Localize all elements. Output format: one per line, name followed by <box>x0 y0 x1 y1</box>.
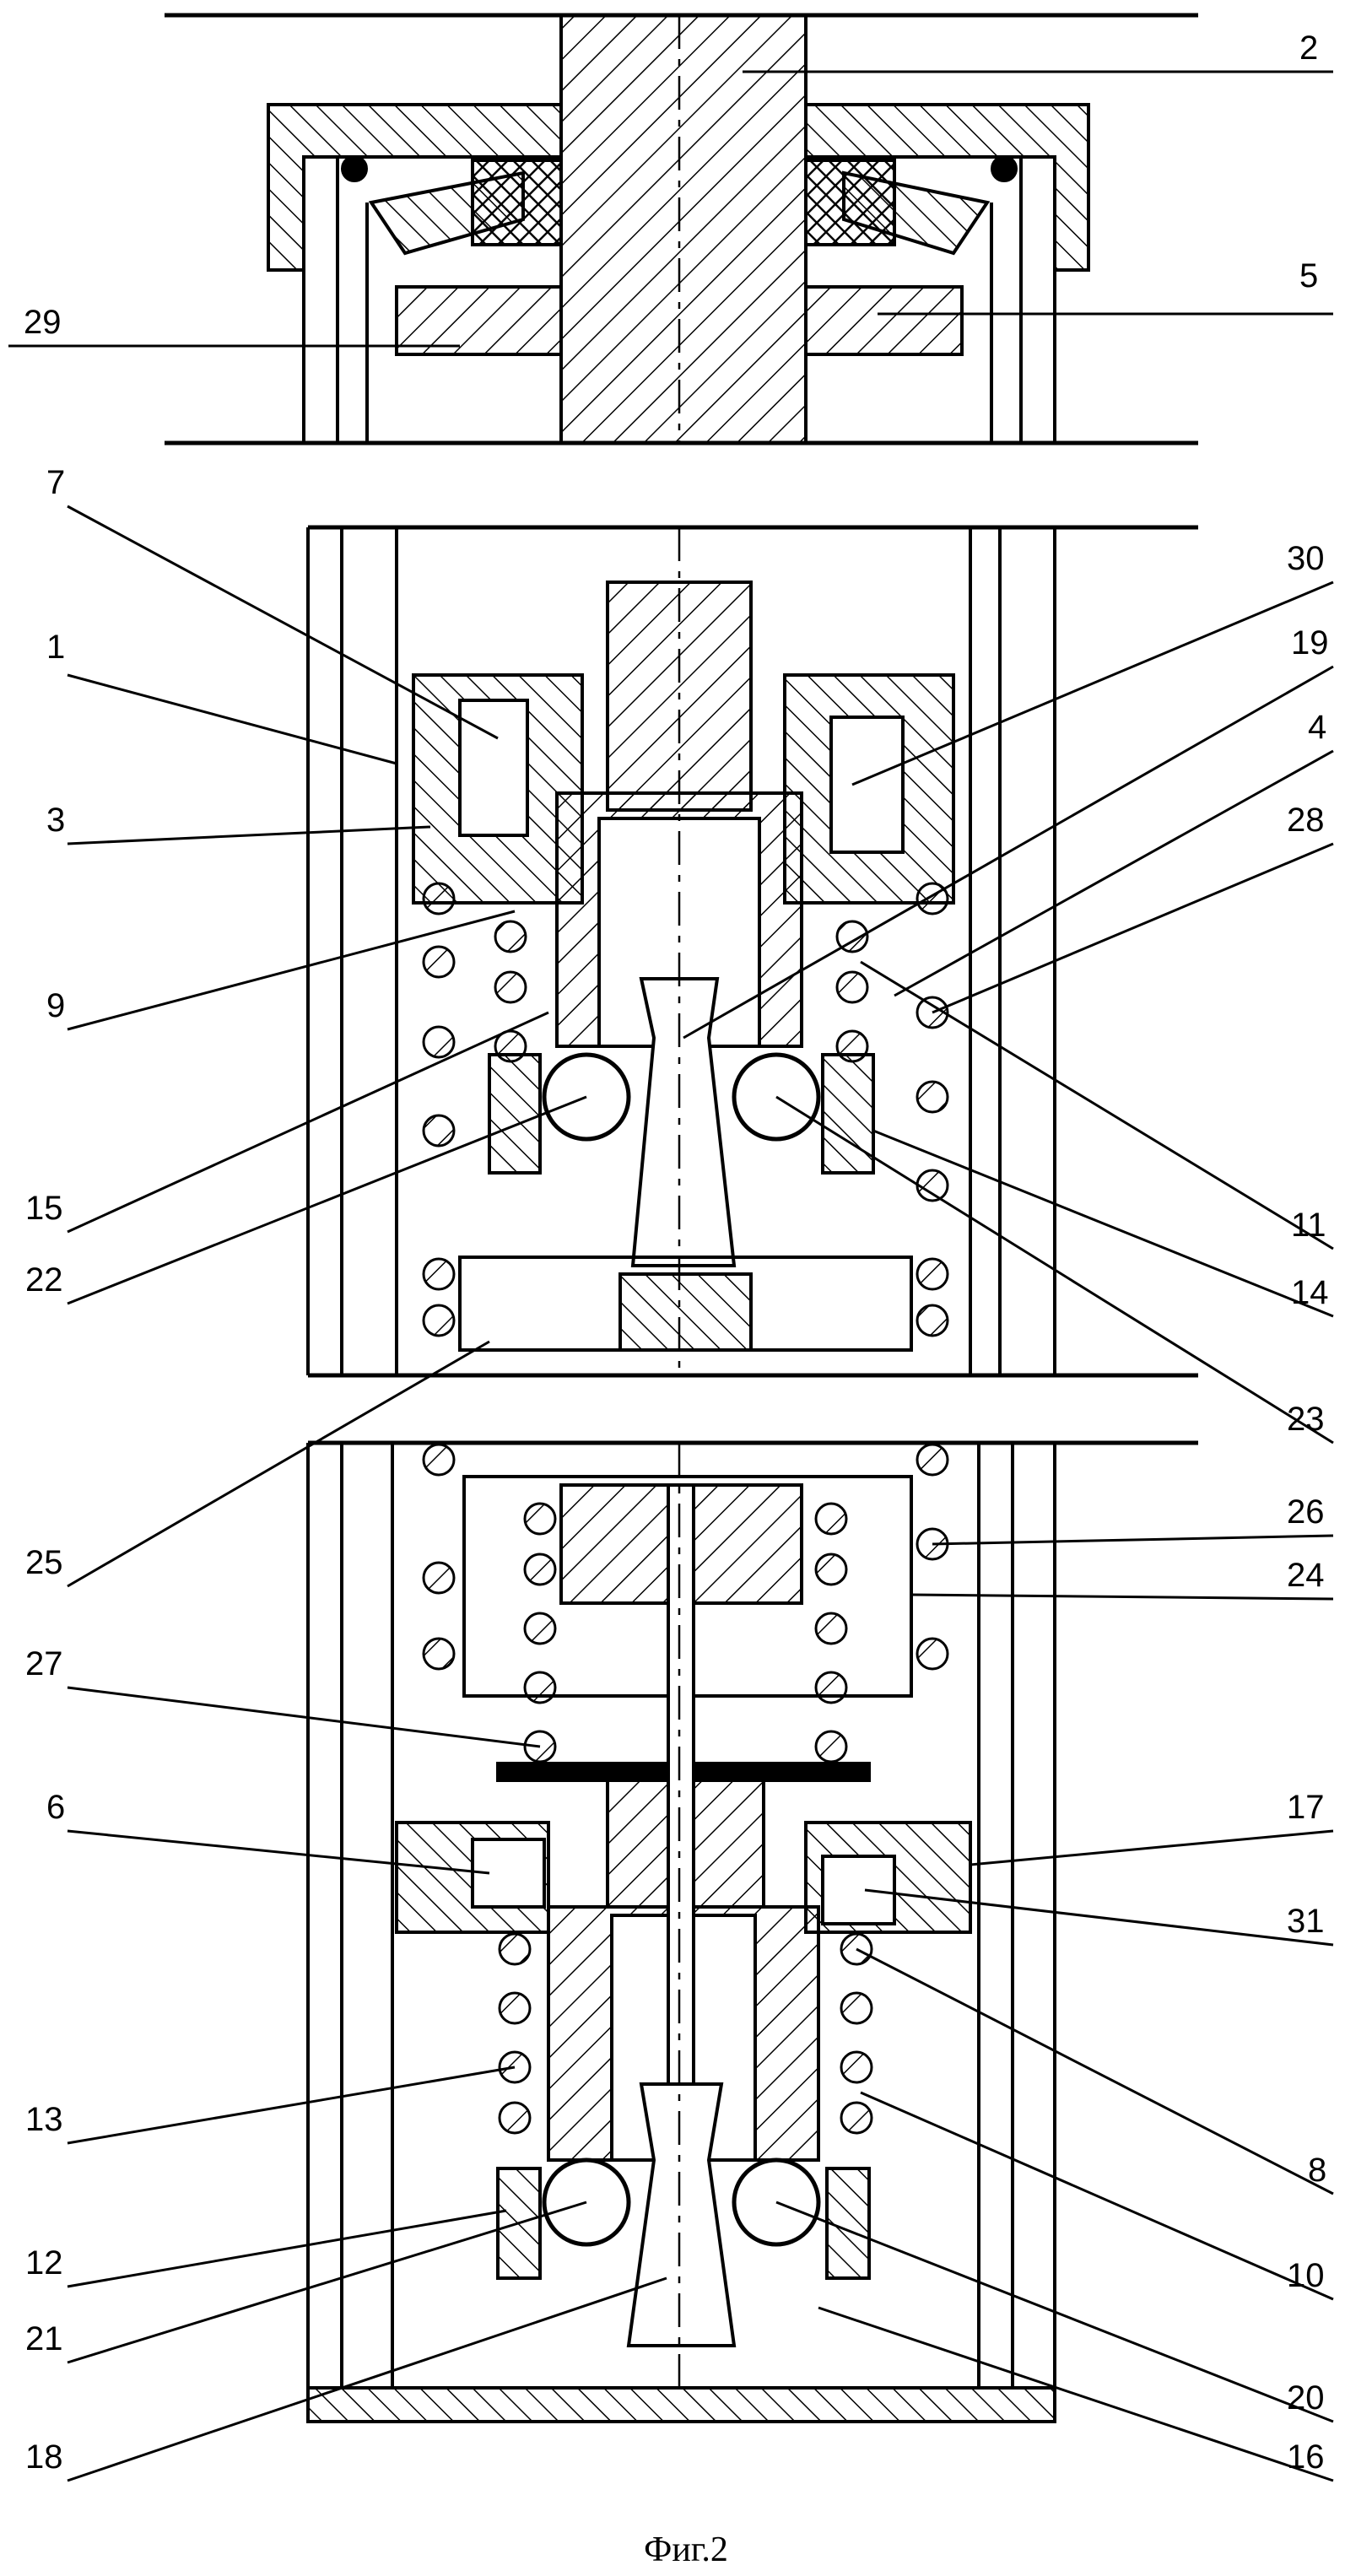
leader-lines <box>8 70 1334 2482</box>
section-top <box>165 13 1198 446</box>
label-14: 14 <box>1291 1274 1329 1311</box>
label-3: 3 <box>46 802 65 839</box>
label-17: 17 <box>1287 1789 1325 1826</box>
label-27: 27 <box>25 1645 63 1682</box>
label-31: 31 <box>1287 1903 1325 1940</box>
label-21: 21 <box>25 2320 63 2357</box>
label-10: 10 <box>1287 2257 1325 2294</box>
label-26: 26 <box>1287 1493 1325 1531</box>
label-12: 12 <box>25 2244 63 2282</box>
label-19: 19 <box>1291 624 1329 662</box>
section-bottom <box>306 1440 1198 2423</box>
label-28: 28 <box>1287 802 1325 839</box>
label-23: 23 <box>1287 1401 1325 1438</box>
label-24: 24 <box>1287 1557 1325 1594</box>
label-5: 5 <box>1299 257 1318 294</box>
label-22: 22 <box>25 1261 63 1299</box>
label-29: 29 <box>24 304 62 341</box>
label-6: 6 <box>46 1789 65 1826</box>
label-11: 11 <box>1291 1207 1326 1244</box>
label-2: 2 <box>1299 30 1318 67</box>
label-4: 4 <box>1308 709 1326 746</box>
label-9: 9 <box>46 987 65 1024</box>
label-15: 15 <box>25 1190 63 1227</box>
label-20: 20 <box>1287 2379 1325 2417</box>
label-7: 7 <box>46 464 65 501</box>
label-16: 16 <box>1287 2438 1325 2476</box>
label-8: 8 <box>1308 2152 1326 2189</box>
label-30: 30 <box>1287 540 1325 577</box>
label-25: 25 <box>25 1544 63 1581</box>
label-1: 1 <box>46 629 65 666</box>
figure-caption: Фиг.2 <box>644 2530 728 2569</box>
label-13: 13 <box>25 2101 63 2138</box>
section-middle <box>306 525 1198 1378</box>
label-18: 18 <box>25 2438 63 2476</box>
